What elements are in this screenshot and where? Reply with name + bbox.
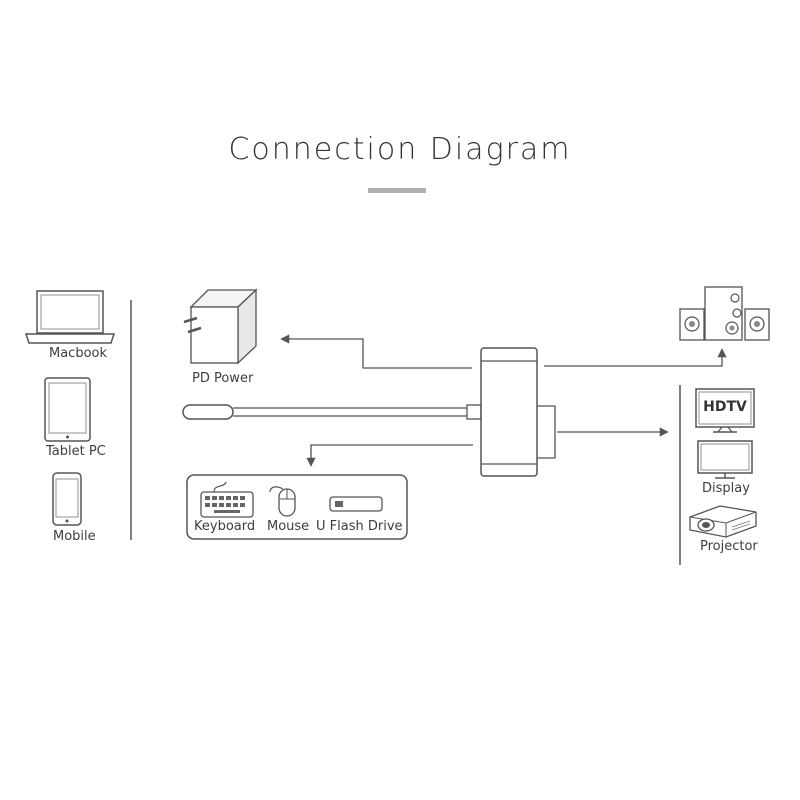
pd-power-label: PD Power [192, 371, 254, 386]
phone-icon [52, 472, 82, 526]
projector-label: Projector [700, 539, 758, 554]
hdtv-icon [695, 388, 755, 433]
usb-arrow [306, 444, 473, 467]
audio-arrow [544, 348, 727, 367]
title-underline [368, 188, 426, 193]
usb-flash-drive-icon [329, 496, 383, 512]
tablet-pc-label: Tablet PC [46, 444, 106, 459]
hdtv-label: HDTV [703, 399, 747, 415]
power-adapter-icon [183, 288, 258, 365]
laptop-icon [24, 290, 116, 344]
macbook-label: Macbook [49, 346, 108, 361]
page-title: Connection Diagram [228, 132, 572, 167]
mouse-label: Mouse [267, 519, 310, 534]
speakers-icon [679, 286, 770, 341]
tablet-icon [44, 377, 91, 442]
mobile-label: Mobile [53, 529, 96, 544]
mouse-icon [269, 486, 296, 517]
monitor-icon [697, 440, 753, 479]
display-label: Display [702, 481, 750, 496]
power-arrow [280, 334, 472, 369]
keyboard-icon [200, 481, 254, 518]
u-flash-drive-label: U Flash Drive [316, 519, 403, 534]
hub-adapter [480, 347, 556, 477]
usb-devices-box [186, 474, 408, 540]
projector-icon [689, 505, 757, 538]
usb-c-cable [182, 404, 482, 420]
keyboard-label: Keyboard [194, 519, 256, 534]
